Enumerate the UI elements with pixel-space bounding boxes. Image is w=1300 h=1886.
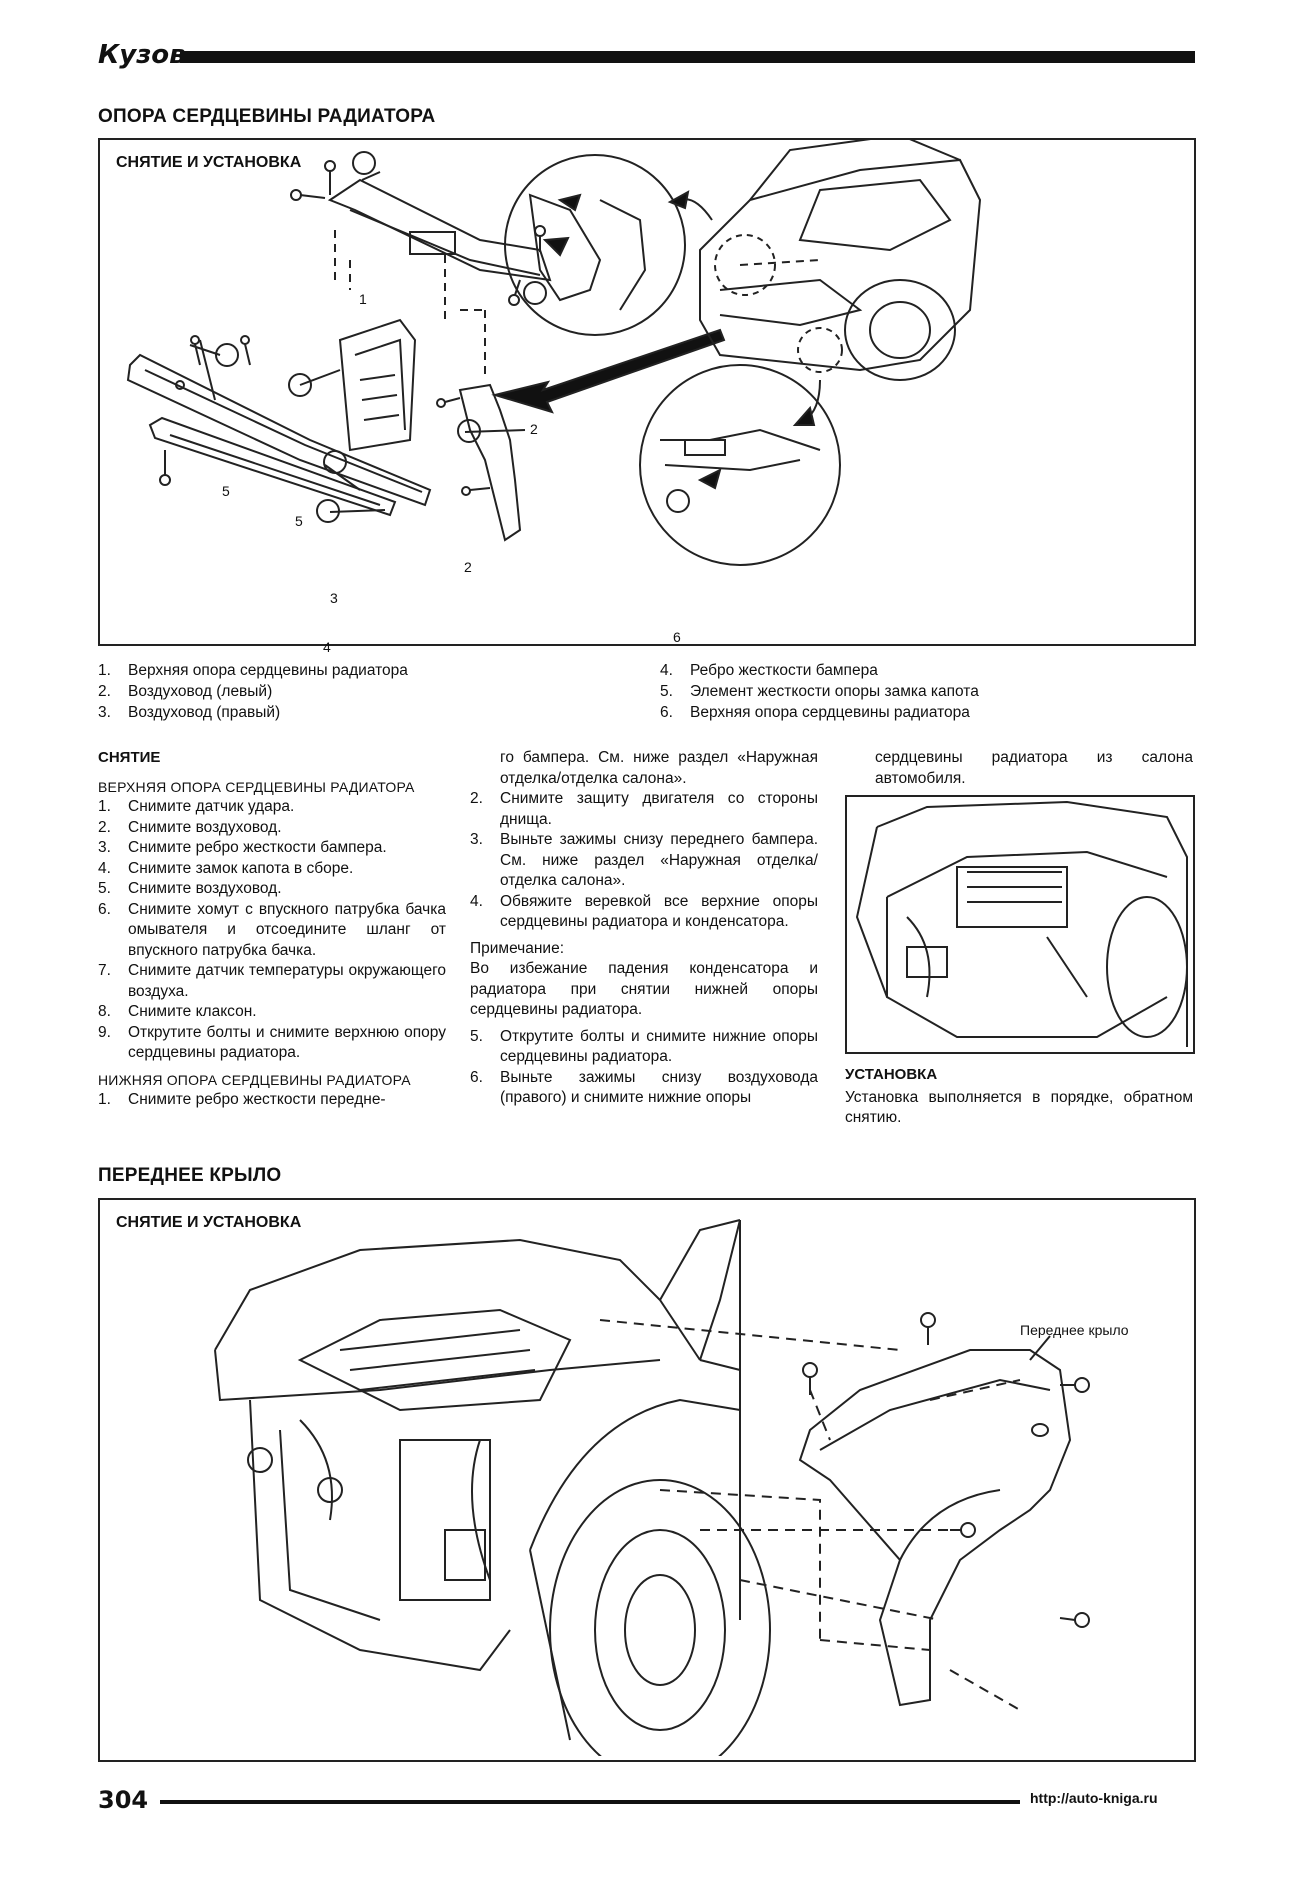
callout-1: 1 (359, 291, 367, 307)
step: 6.Снимите хомут с впускного патрубка бач… (98, 900, 446, 959)
removal-column-2: го бампера. См. ниже раздел «Наружная от… (470, 748, 818, 1109)
radiator-support-exploded-diagram (126, 140, 982, 566)
install-text: Установка выполняется в порядке, обратно… (845, 1088, 1193, 1127)
install-heading: УСТАНОВКА (845, 1066, 938, 1083)
step: 3.Выньте зажимы снизу переднего бампера.… (470, 831, 818, 889)
callout-3: 3 (330, 590, 338, 606)
figure-front-fender: СНЯТИЕ И УСТАНОВКА Переднее крыло (98, 1198, 1196, 1762)
front-fender-label: Переднее крыло (1020, 1322, 1129, 1338)
step: 4.Снимите замок капота в сборе. (98, 859, 354, 877)
note-text: Во избежание падения конденсатора и ради… (470, 960, 818, 1018)
removal-column-3: сердцевины радиатора из салона автомобил… (845, 748, 1193, 789)
figure-radiator-support: СНЯТИЕ И УСТАНОВКА (98, 138, 1196, 655)
note-label: Примечание: (470, 939, 565, 957)
legend-item: 3.Воздуховод (правый) (98, 704, 281, 721)
callout-5: 5 (222, 483, 230, 499)
legend-item: 2.Воздуховод (левый) (98, 683, 273, 700)
engine-bay-illustration (845, 795, 1195, 1054)
legend-item: 5.Элемент жесткости опоры замка капота (660, 683, 979, 700)
section-title-front-fender: ПЕРЕДНЕЕ КРЫЛО (98, 1165, 282, 1186)
step: 4.Обвяжите веревкой все верхние опоры се… (470, 892, 818, 931)
step: 5.Снимите воздуховод. (98, 880, 282, 897)
legend-left: 1.Верхняя опора сердцевины радиатора 2.В… (98, 660, 618, 723)
step-continuation: го бампера. См. ниже раздел «Наружная от… (500, 749, 818, 787)
front-fender-exploded-diagram (214, 1219, 1090, 1756)
step: 1.Снимите ребро жесткости передне- (98, 1091, 386, 1108)
figure-label: СНЯТИЕ И УСТАНОВКА (116, 154, 302, 171)
step-continuation: сердцевины радиатора из салона автомобил… (875, 749, 1193, 787)
step: 1.Снимите датчик удара. (98, 798, 295, 815)
legend-item: 4.Ребро жесткости бампера (660, 662, 878, 679)
callout-6-detail: 6 (673, 629, 681, 645)
step: 5.Открутите болты и снимите нижние опоры… (470, 1027, 818, 1066)
legend-item: 1.Верхняя опора сердцевины радиатора (98, 662, 408, 679)
footer-url[interactable]: http://auto-kniga.ru (1030, 1790, 1158, 1806)
step: 3.Снимите ребро жесткости бампера. (98, 839, 387, 856)
install-block: УСТАНОВКА Установка выполняется в порядк… (845, 1065, 1193, 1129)
footer-rule (160, 1800, 1020, 1804)
page-number: 304 (98, 1786, 149, 1814)
step: 7.Снимите датчик температуры окружающего… (98, 962, 446, 1000)
step: 9.Открутите болты и снимите верхнюю опор… (98, 1023, 446, 1062)
removal-heading: СНЯТИЕ (98, 749, 161, 766)
upper-support-heading: ВЕРХНЯЯ ОПОРА СЕРДЦЕВИНЫ РАДИАТОРА (98, 778, 415, 795)
section-title-radiator-support: ОПОРА СЕРДЦЕВИНЫ РАДИАТОРА (98, 106, 436, 127)
callout-4: 4 (323, 639, 331, 655)
step: 2.Снимите воздуховод. (98, 818, 282, 836)
figure-label: СНЯТИЕ И УСТАНОВКА (116, 1214, 302, 1231)
legend-right: 4.Ребро жесткости бампера 5.Элемент жест… (660, 660, 1200, 723)
chapter-title: Кузов (98, 40, 186, 70)
step: 6.Выньте зажимы снизу воздуховода (право… (470, 1068, 818, 1107)
callout-2-detail: 2 (530, 421, 538, 437)
legend-item: 6.Верхняя опора сердцевины радиатора (660, 704, 970, 721)
callout-5b: 5 (295, 513, 303, 529)
engine-bay-drawing (855, 800, 1188, 1047)
removal-column-1: СНЯТИЕ ВЕРХНЯЯ ОПОРА СЕРДЦЕВИНЫ РАДИАТОР… (98, 748, 446, 1111)
header-rule (180, 51, 1195, 63)
step: 8.Снимите клаксон. (98, 1003, 257, 1020)
callout-2: 2 (464, 559, 472, 575)
step: 2.Снимите защиту двигателя со стороны дн… (470, 790, 818, 828)
lower-support-heading: НИЖНЯЯ ОПОРА СЕРДЦЕВИНЫ РАДИАТОРА (98, 1071, 411, 1088)
